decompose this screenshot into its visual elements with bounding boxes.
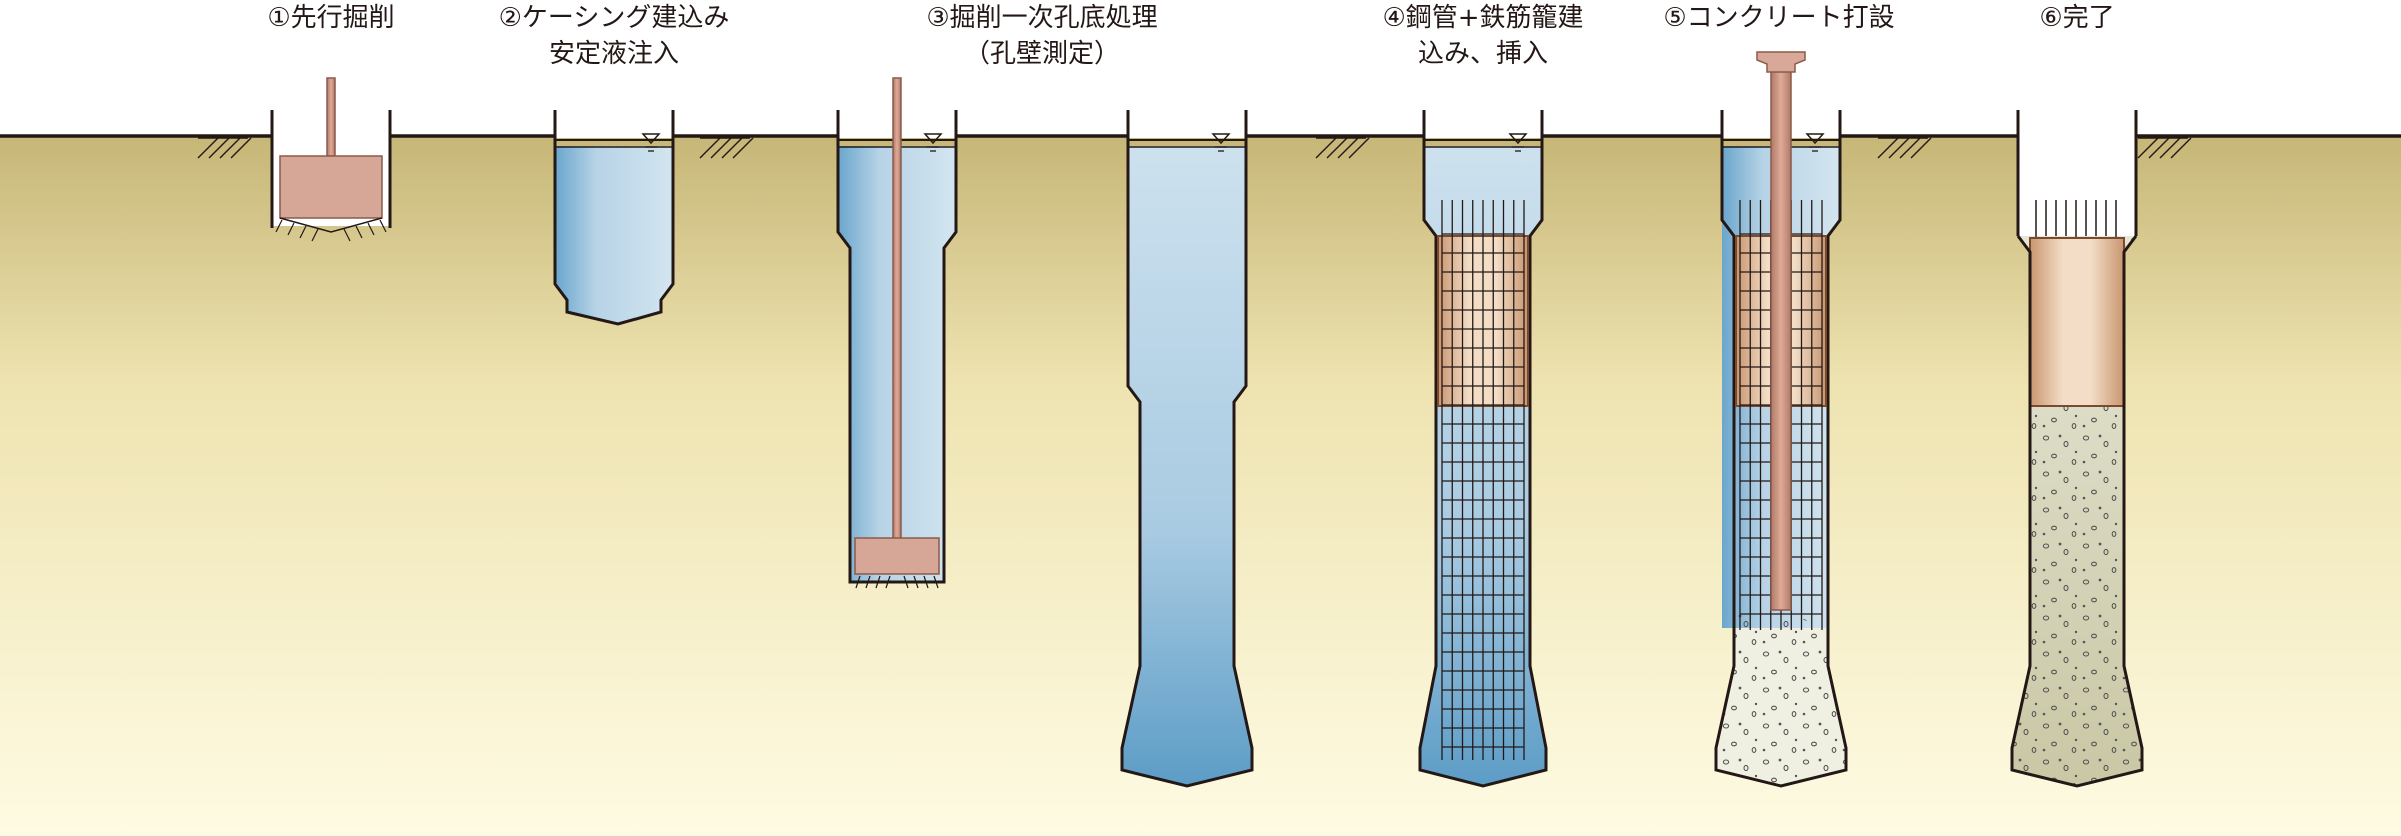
step6-completed-pile [2010,110,2144,788]
step-label-line: ③掘削一次孔底処理 [926,3,1158,33]
step5-concrete-placement [1714,51,1848,788]
rebar-cage [1441,200,1525,760]
step-label-line: 込み、挿入 [1417,39,1549,69]
ground-hatch-icon [197,137,2192,159]
step-label-2: ②ケーシング建込み 安定液注入 [499,0,730,72]
step3-borehole [1120,110,1254,788]
step-label-4: ④鋼管+鉄筋籠建 込み、挿入 [1382,0,1583,72]
drill-rod [892,77,902,541]
cutting-teeth [275,219,387,242]
step1-pre-excavation [270,77,392,242]
cutting-teeth [855,575,939,589]
step-label-line: ④鋼管+鉄筋籠建 [1382,3,1584,33]
step-label-1: ①先行掘削 [267,0,394,36]
step-label-line: ⑤コンクリート打設 [1663,3,1895,33]
step3-excavation [836,77,958,589]
step-label-5: ⑤コンクリート打設 [1663,0,1894,36]
drill-rod [326,77,336,157]
step2-casing-insertion [553,110,675,326]
step-label-3: ③掘削一次孔底処理 （孔壁測定） [926,0,1157,72]
hopper [1756,51,1806,73]
step-label-line: ①先行掘削 [267,3,395,33]
water-level-icon [641,133,1825,152]
excavation-bucket [854,537,940,575]
step-label-6: ⑥完了 [2039,0,2114,36]
step4-cage-insertion [1418,110,1548,788]
step-label-line: ②ケーシング建込み [498,3,730,33]
rebar-ends [2035,200,2117,236]
step-label-line: ⑥完了 [2039,3,2115,33]
steel-pipe [2029,237,2125,407]
step-label-line: （孔壁測定） [963,39,1120,69]
excavation-bucket [279,155,383,219]
tremie-pipe [1770,61,1792,611]
step-label-line: 安定液注入 [548,39,680,69]
